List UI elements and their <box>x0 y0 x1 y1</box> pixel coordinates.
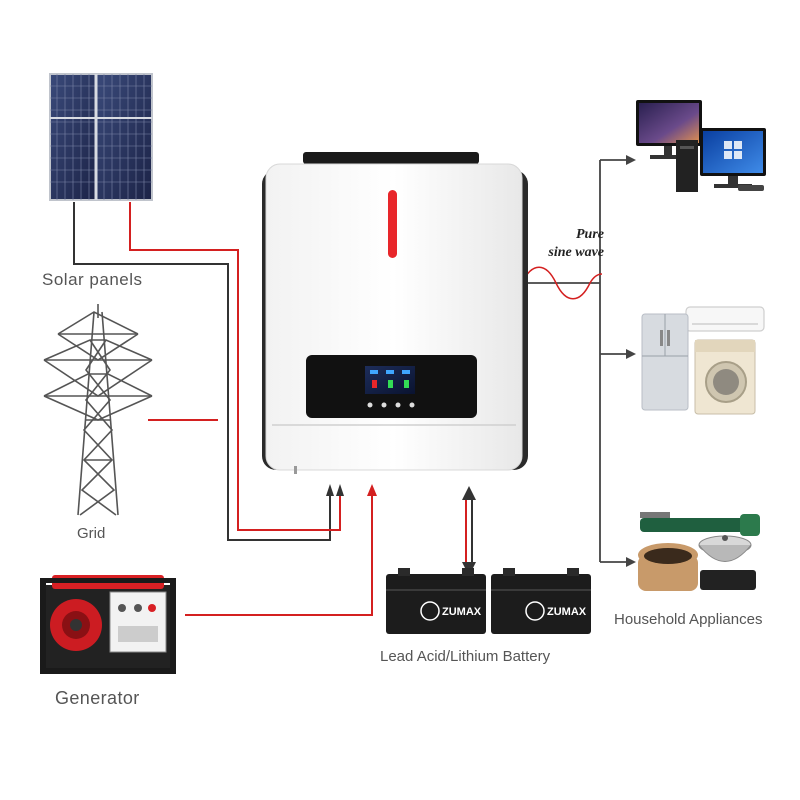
output-arrows <box>626 155 636 567</box>
solar-panel-icon <box>49 73 153 201</box>
pure-sine-wave-label: Pure sine wave <box>522 226 604 262</box>
computer-icon <box>636 100 766 192</box>
battery-label: Lead Acid/Lithium Battery <box>380 648 551 665</box>
sine-wave <box>521 266 603 300</box>
wave-line-1: Pure <box>576 227 604 242</box>
battery-icon: ZUMAX <box>491 568 591 634</box>
generator-ac-wires <box>185 494 373 616</box>
battery-brand: ZUMAX <box>547 606 587 618</box>
solar-dc-wires <box>73 202 341 541</box>
output-bus <box>520 159 628 563</box>
generator-label: Generator <box>55 688 140 708</box>
household-appliances-label: Household Appliances <box>614 611 763 628</box>
grid-label: Grid <box>77 525 106 542</box>
appliance-icon <box>641 306 765 415</box>
input-arrows <box>326 484 377 496</box>
generator-icon <box>40 575 176 674</box>
battery-icon: ZUMAX <box>386 568 486 634</box>
battery-brand: ZUMAX <box>442 606 482 618</box>
solar-panels-label: Solar panels <box>42 270 143 289</box>
kitchen-icon <box>638 512 760 591</box>
wave-line-2: sine wave <box>548 245 604 260</box>
transmission-tower-icon <box>43 304 153 516</box>
inverter-icon <box>262 152 528 474</box>
battery-link <box>462 486 476 576</box>
